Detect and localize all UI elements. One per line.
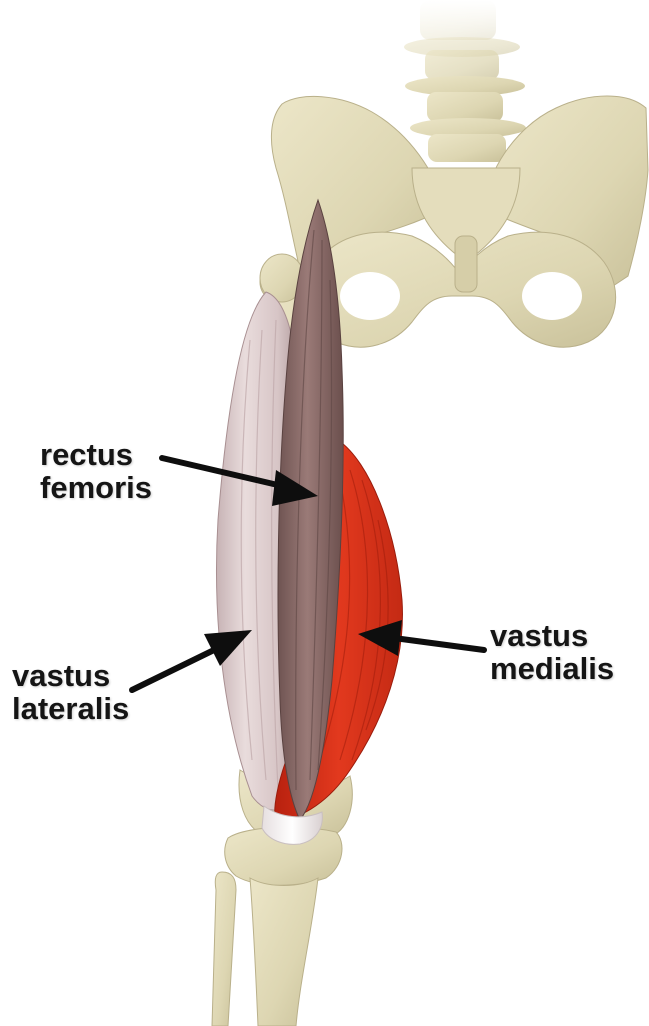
label-vastus-medialis: vastus medialis — [490, 619, 614, 685]
label-vastus-lateralis-line1: vastus — [12, 659, 129, 692]
label-vastus-medialis-line2: medialis — [490, 652, 614, 685]
label-vastus-lateralis: vastus lateralis — [12, 659, 129, 725]
label-rectus-femoris: rectus femoris — [40, 438, 152, 504]
label-vastus-lateralis-line2: lateralis — [12, 692, 129, 725]
label-rectus-femoris-line1: rectus — [40, 438, 152, 471]
label-rectus-femoris-line2: femoris — [40, 471, 152, 504]
label-vastus-medialis-line1: vastus — [490, 619, 614, 652]
